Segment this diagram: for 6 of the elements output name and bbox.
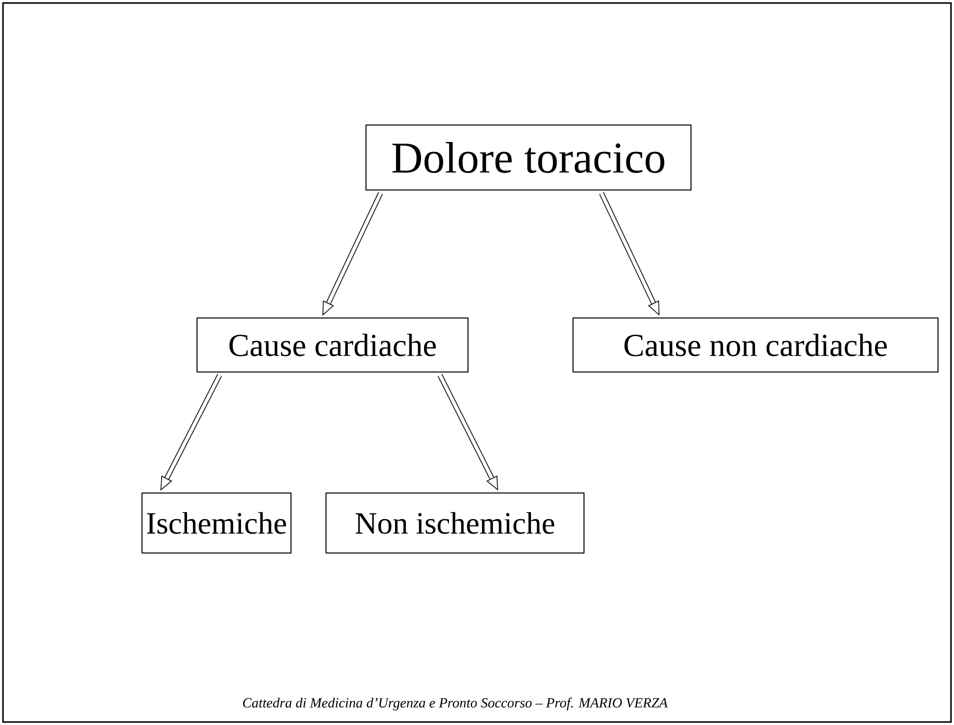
text-box: Cause cardiache [196, 317, 468, 372]
text-box: Dolore toracico [366, 124, 692, 190]
text-box: Cause non cardiache [572, 317, 938, 372]
footer-text: Cattedra di Medicina d’Urgenza e Pronto Soccorso – Prof. MARIO VERZA [243, 698, 668, 710]
text-box: Non ischemiche [326, 492, 584, 554]
text-box: Ischemiche [142, 492, 292, 554]
